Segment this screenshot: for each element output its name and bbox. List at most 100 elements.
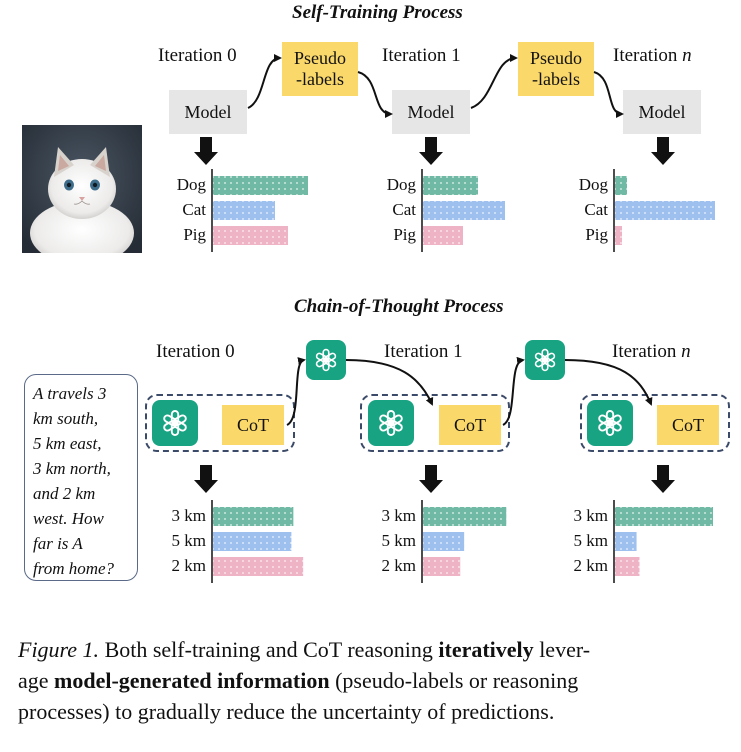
- pseudo-labels-box-1: Pseudo -labels: [282, 42, 358, 96]
- cot-group-n: [580, 394, 730, 452]
- pseudo-line1: Pseudo: [529, 48, 582, 68]
- prediction-bar: [213, 176, 308, 195]
- question-line: far is A: [33, 534, 83, 553]
- prediction-bar: [213, 201, 275, 220]
- prediction-label: Cat: [584, 199, 608, 219]
- prediction-label: 2 km: [171, 555, 206, 575]
- cot-iteration-n-label: Iteration n: [612, 341, 691, 362]
- question-line: 5 km east,: [33, 434, 102, 453]
- prediction-bar: [213, 532, 292, 551]
- cot-iteration-1-label: Iteration 1: [384, 341, 463, 362]
- chatgpt-logo-icon: [525, 340, 565, 380]
- prediction-bar: [423, 201, 505, 220]
- cot-box-1: CoT: [439, 405, 501, 445]
- caption-text: Both self-training and CoT reasoning: [104, 637, 433, 662]
- prediction-label: 3 km: [171, 505, 206, 525]
- prediction-label: 5 km: [171, 530, 206, 550]
- flow-arrow: [357, 71, 393, 118]
- caption-text: (pseudo-labels or reasoning: [335, 668, 579, 693]
- prediction-label: Pig: [393, 224, 416, 244]
- down-arrow-icon: [194, 465, 218, 493]
- st-model-box-n: Model: [623, 90, 701, 134]
- caption-line-3: processes) to gradually reduce the uncer…: [18, 696, 730, 727]
- prediction-label: 2 km: [573, 555, 608, 575]
- prediction-bar: [423, 176, 478, 195]
- caption-bold: model-generated information: [54, 668, 330, 693]
- chatgpt-logo-icon: [152, 400, 198, 446]
- caption-bold: iteratively: [438, 637, 534, 662]
- cot-box-0: CoT: [222, 405, 284, 445]
- prediction-label: 5 km: [573, 530, 608, 550]
- prediction-bar: [423, 226, 463, 245]
- prediction-bar: [423, 507, 507, 526]
- caption-text: lever-: [539, 637, 591, 662]
- self-training-title: Self-Training Process: [292, 2, 463, 23]
- caption-text: processes) to gradually reduce the uncer…: [18, 699, 555, 724]
- prediction-bar: [213, 557, 304, 576]
- flow-arrow: [593, 71, 624, 118]
- st-model-box-1: Model: [392, 90, 470, 134]
- pseudo-labels-box-2: Pseudo -labels: [518, 42, 594, 96]
- figure-caption: Figure 1. Both self-training and CoT rea…: [18, 634, 730, 727]
- question-line: A travels 3: [33, 384, 107, 403]
- prediction-label: 2 km: [381, 555, 416, 575]
- cot-iteration-0-label: Iteration 0: [156, 341, 235, 362]
- down-arrow-icon: [419, 465, 443, 493]
- pseudo-line2: -labels: [532, 69, 580, 89]
- prediction-bar: [615, 507, 713, 526]
- cot-group-0: [145, 394, 295, 452]
- caption-label: Figure 1.: [18, 637, 100, 662]
- cat-photo-image: [22, 125, 142, 253]
- chatgpt-logo-icon: [306, 340, 346, 380]
- question-line: km south,: [33, 409, 99, 428]
- prediction-bar: [213, 226, 288, 245]
- question-line: and 2 km: [33, 484, 96, 503]
- cot-title: Chain-of-Thought Process: [294, 296, 504, 317]
- down-arrow-icon: [194, 137, 218, 165]
- caption-line-2: age model-generated information (pseudo-…: [18, 665, 730, 696]
- down-arrow-icon: [651, 137, 675, 165]
- prediction-label: 3 km: [381, 505, 416, 525]
- cot-box-n: CoT: [657, 405, 719, 445]
- chatgpt-logo-icon: [587, 400, 633, 446]
- pseudo-line1: Pseudo: [293, 48, 346, 68]
- prediction-label: Pig: [183, 224, 206, 244]
- question-box: A travels 3 km south, 5 km east, 3 km north…: [24, 374, 138, 581]
- pseudo-line2: -labels: [296, 69, 344, 89]
- flow-arrow: [345, 359, 434, 406]
- prediction-bar: [615, 532, 637, 551]
- question-line: west. How: [33, 509, 104, 528]
- prediction-label: Dog: [176, 174, 206, 194]
- prediction-label: Cat: [392, 199, 416, 219]
- flow-arrow: [564, 359, 653, 406]
- prediction-bar: [615, 226, 622, 245]
- prediction-label: Cat: [182, 199, 206, 219]
- caption-line-1: Figure 1. Both self-training and CoT rea…: [18, 634, 730, 665]
- flow-arrow: [247, 54, 282, 109]
- prediction-bar: [615, 176, 627, 195]
- prediction-label: Dog: [578, 174, 608, 194]
- chatgpt-logo-icon: [368, 400, 414, 446]
- question-line: 3 km north,: [33, 459, 111, 478]
- cot-group-1: [360, 394, 510, 452]
- question-line: from home?: [33, 559, 115, 578]
- prediction-bar: [615, 557, 640, 576]
- st-iteration-0-label: Iteration 0: [158, 45, 237, 66]
- down-arrow-icon: [651, 465, 675, 493]
- flow-arrow: [286, 357, 306, 426]
- st-model-box-0: Model: [169, 90, 247, 134]
- prediction-label: 3 km: [573, 505, 608, 525]
- prediction-bar: [615, 201, 715, 220]
- prediction-bar: [213, 507, 294, 526]
- prediction-bar: [423, 532, 465, 551]
- diagram-overlay: [194, 54, 715, 583]
- down-arrow-icon: [419, 137, 443, 165]
- cat-photo: [22, 125, 142, 253]
- flow-arrow: [470, 54, 518, 109]
- prediction-bar: [423, 557, 461, 576]
- st-iteration-1-label: Iteration 1: [382, 45, 461, 66]
- flow-arrow: [502, 356, 525, 426]
- prediction-label: Pig: [585, 224, 608, 244]
- prediction-label: 5 km: [381, 530, 416, 550]
- caption-text: age: [18, 668, 49, 693]
